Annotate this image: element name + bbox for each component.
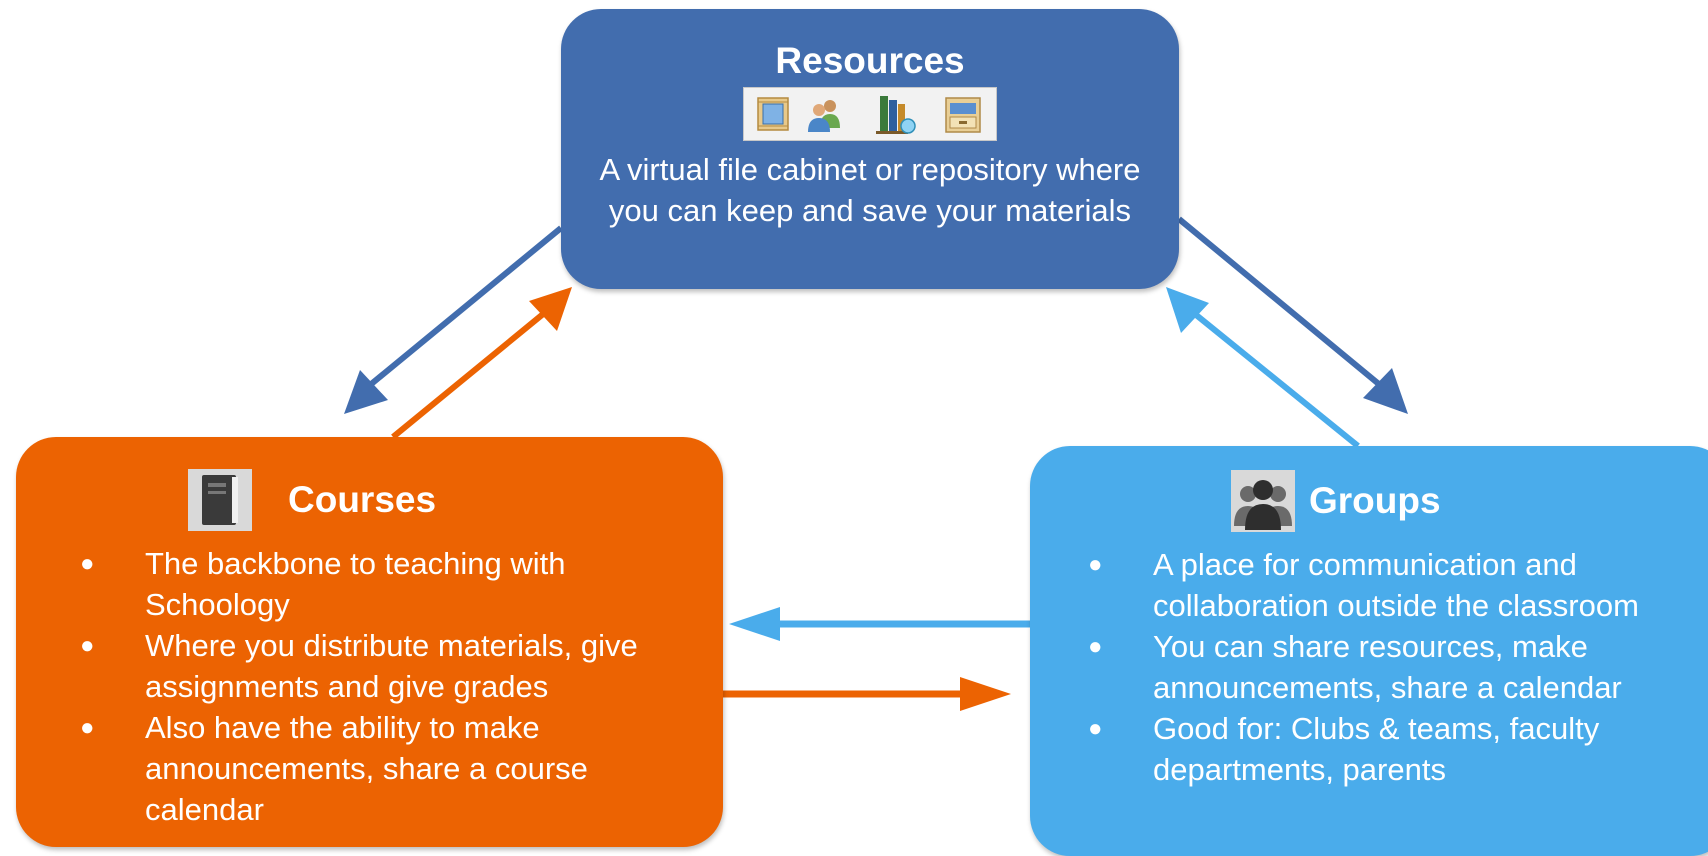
courses-box: Courses ●The backbone to teaching with S… <box>16 437 723 847</box>
list-item: ●The backbone to teaching with Schoology <box>80 546 566 622</box>
arrow-resources-to-courses-head <box>344 370 388 414</box>
courses-bullet-list: ●The backbone to teaching with Schoology… <box>64 543 704 830</box>
arrow-courses-to-groups-head <box>960 677 1011 711</box>
arrow-resources-to-groups <box>1177 216 1382 388</box>
groups-bullet-list: ●A place for communication and collabora… <box>1072 544 1708 790</box>
arrow-resources-to-groups-head <box>1363 368 1408 414</box>
arrow-groups-to-courses-head <box>729 607 780 641</box>
users-icon <box>808 100 840 132</box>
arrow-resources-to-courses <box>368 225 563 388</box>
list-item: ●Also have the ability to make announcem… <box>80 710 588 827</box>
list-item: ●You can share resources, make announcem… <box>1088 629 1622 705</box>
list-item: ●Good for: Clubs & teams, faculty depart… <box>1088 711 1600 787</box>
books-icon <box>876 96 916 134</box>
list-item: ●Where you distribute materials, give as… <box>80 628 638 704</box>
arrow-groups-to-resources-head <box>1166 287 1209 333</box>
courses-header: Courses <box>188 469 436 531</box>
resources-icon-strip <box>743 87 997 141</box>
groups-title: Groups <box>1309 480 1441 521</box>
resources-box: Resources <box>561 9 1179 289</box>
groups-box: Groups ●A place for communication and co… <box>1030 446 1708 856</box>
arrow-courses-to-resources <box>391 307 550 440</box>
list-item: ●A place for communication and collabora… <box>1088 547 1639 623</box>
resources-title: Resources <box>775 40 965 81</box>
file-cabinet-icon <box>945 97 981 133</box>
resources-description: A virtual file cabinet or repository whe… <box>599 152 1141 228</box>
arrow-groups-to-resources <box>1188 307 1360 449</box>
courses-title: Courses <box>288 479 437 520</box>
book-icon <box>188 469 252 531</box>
media-album-icon <box>757 97 789 131</box>
people-icon <box>1231 470 1295 532</box>
arrow-courses-to-resources-head <box>529 287 572 331</box>
groups-header: Groups <box>1231 470 1441 532</box>
